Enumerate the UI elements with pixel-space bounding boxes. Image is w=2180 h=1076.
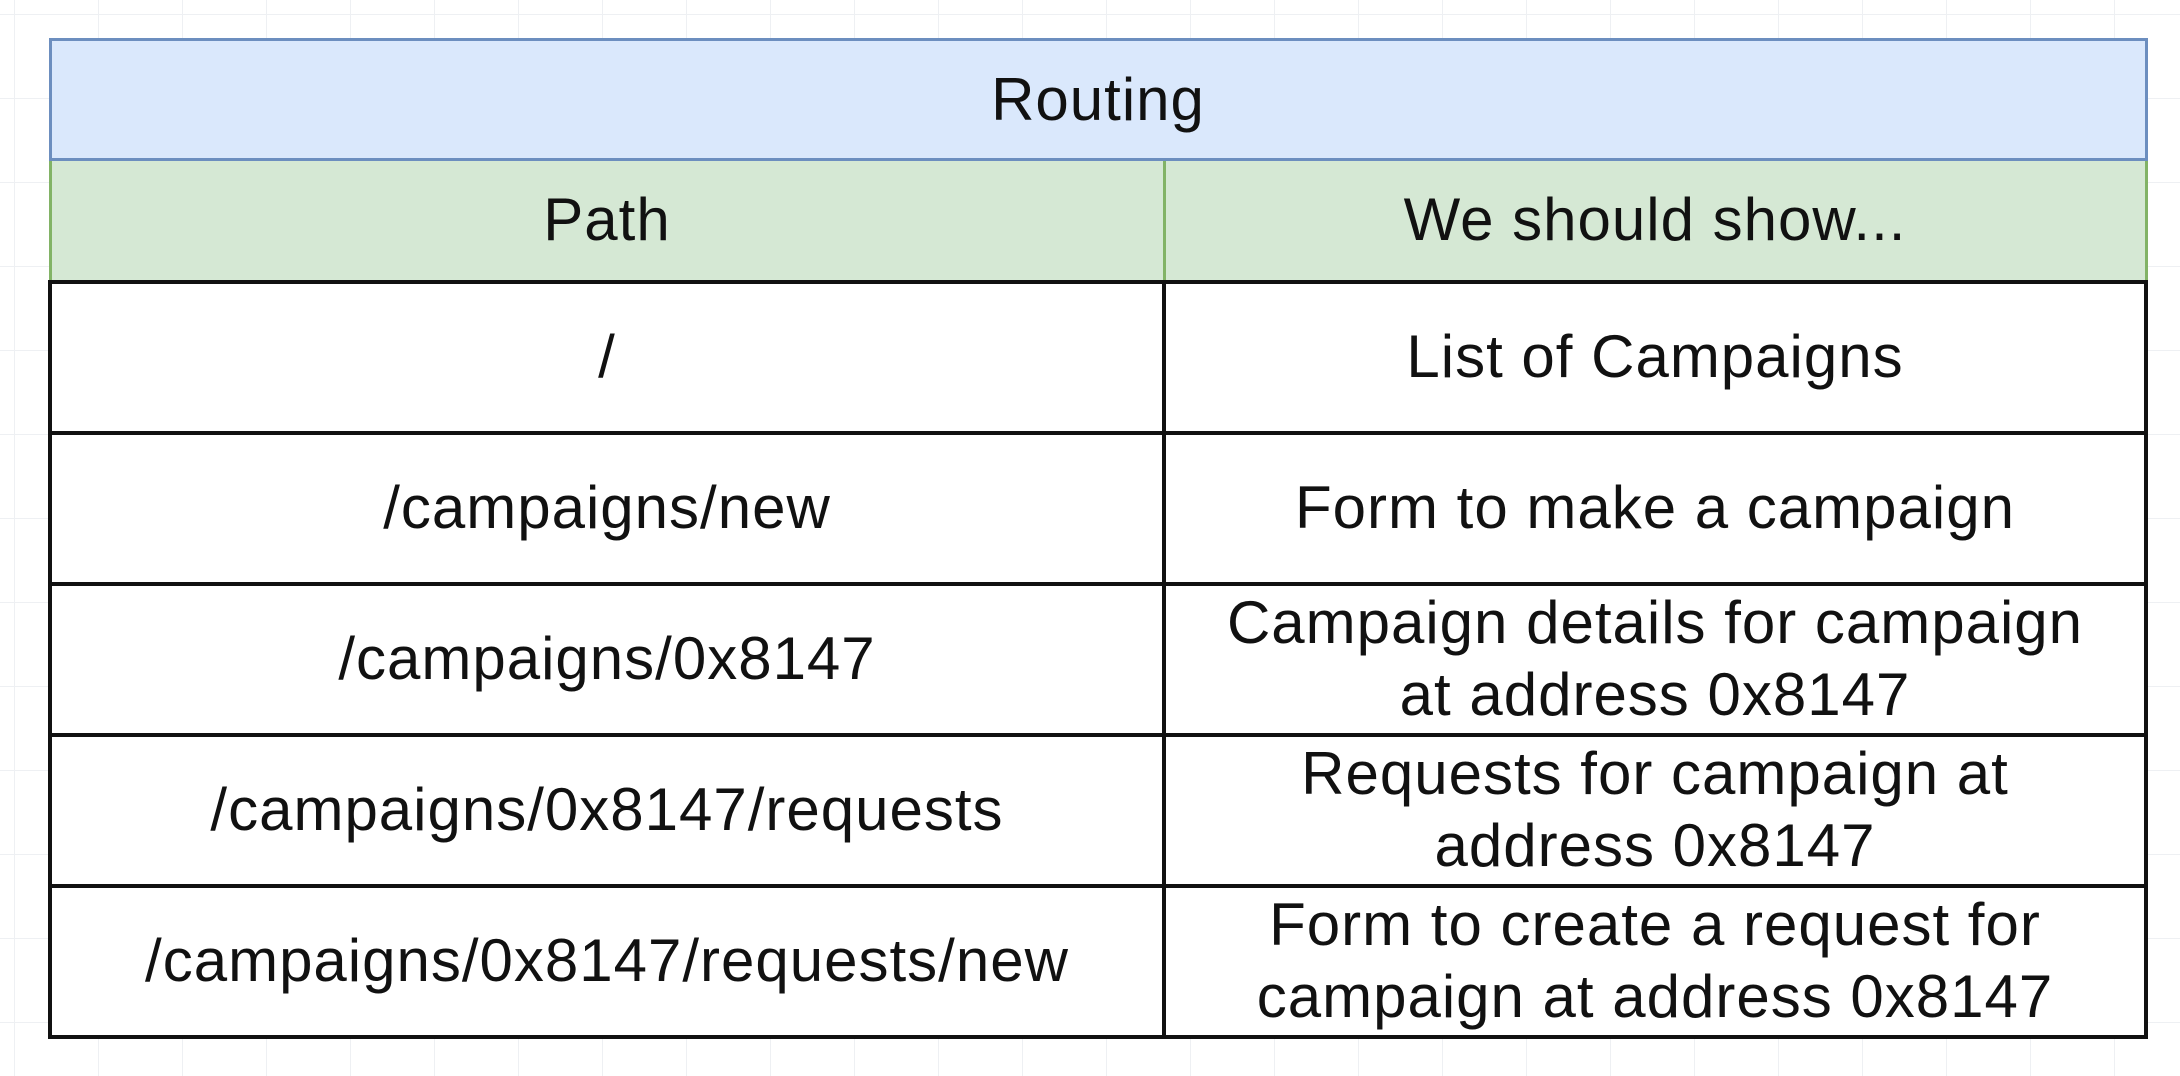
show-cell: Requests for campaign at address 0x8147 xyxy=(1162,732,2148,888)
header-row: Path We should show... xyxy=(48,158,2148,283)
header-path-text: Path xyxy=(543,186,671,254)
header-show: We should show... xyxy=(1162,158,2148,283)
show-cell: Campaign details for campaign at address… xyxy=(1162,581,2148,737)
show-cell: Form to make a campaign xyxy=(1162,430,2148,586)
path-text: /campaigns/0x8147/requests xyxy=(210,776,1004,843)
table-row: /campaigns/0x8147/requests/new Form to c… xyxy=(48,883,2148,1039)
path-text: /campaigns/new xyxy=(383,474,831,541)
table-row: /campaigns/new Form to make a campaign xyxy=(48,430,2148,586)
show-cell: Form to create a request for campaign at… xyxy=(1162,883,2148,1039)
table-row: /campaigns/0x8147/requests Requests for … xyxy=(48,732,2148,888)
show-text: Campaign details for campaign at address… xyxy=(1226,589,2084,728)
path-cell: /campaigns/new xyxy=(48,430,1166,586)
table-row: / List of Campaigns xyxy=(48,279,2148,435)
path-text: /campaigns/0x8147/requests/new xyxy=(145,927,1069,994)
path-cell: /campaigns/0x8147/requests xyxy=(48,732,1166,888)
header-path: Path xyxy=(48,158,1166,283)
show-text: Requests for campaign at address 0x8147 xyxy=(1301,740,2009,879)
table-title-text: Routing xyxy=(991,65,1205,133)
table-row: /campaigns/0x8147 Campaign details for c… xyxy=(48,581,2148,737)
path-cell: /campaigns/0x8147 xyxy=(48,581,1166,737)
title-row: Routing xyxy=(48,38,2148,161)
show-text: Form to make a campaign xyxy=(1295,474,2015,541)
path-text: /campaigns/0x8147 xyxy=(338,625,876,692)
path-cell: / xyxy=(48,279,1166,435)
path-text: / xyxy=(598,323,616,390)
show-cell: List of Campaigns xyxy=(1162,279,2148,435)
path-cell: /campaigns/0x8147/requests/new xyxy=(48,883,1166,1039)
header-show-text: We should show... xyxy=(1403,186,1907,254)
show-text: List of Campaigns xyxy=(1406,323,1904,390)
routing-table: Routing Path We should show... / List of… xyxy=(48,38,2148,1039)
show-text: Form to create a request for campaign at… xyxy=(1256,891,2054,1030)
table-title: Routing xyxy=(48,38,2148,161)
